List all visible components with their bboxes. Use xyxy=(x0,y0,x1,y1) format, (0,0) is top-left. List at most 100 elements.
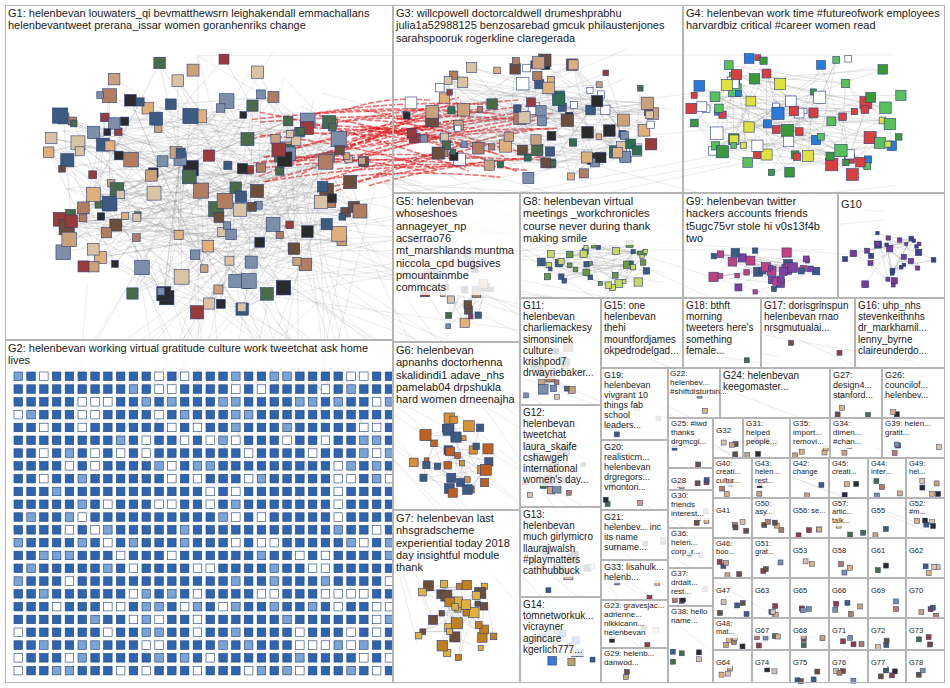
vertex-icon xyxy=(271,134,280,143)
vertex-icon xyxy=(65,500,74,509)
vertex-icon xyxy=(257,487,266,496)
network-edge xyxy=(262,299,382,485)
vertex-icon xyxy=(244,372,253,381)
vertex-icon xyxy=(270,372,279,381)
vertex-icon xyxy=(244,423,253,432)
vertex-icon xyxy=(65,385,74,394)
vertex-icon xyxy=(568,658,575,665)
vertex-icon xyxy=(334,423,343,432)
vertex-icon xyxy=(193,385,202,394)
vertex-icon xyxy=(79,214,87,222)
vertex-icon xyxy=(447,473,456,482)
vertex-icon xyxy=(70,120,77,127)
network-edge xyxy=(100,217,342,258)
vertex-icon xyxy=(579,169,588,178)
network-edge xyxy=(865,249,889,285)
vertex-icon xyxy=(62,232,77,247)
vertex-icon xyxy=(629,261,633,265)
vertex-icon xyxy=(247,100,258,111)
vertex-icon xyxy=(257,90,266,99)
vertex-icon xyxy=(40,436,49,445)
network-edge xyxy=(232,262,352,591)
vertex-icon xyxy=(455,654,461,660)
network-edge xyxy=(263,173,379,648)
vertex-icon xyxy=(180,487,189,496)
vertex-icon xyxy=(785,96,796,107)
vertex-icon xyxy=(612,148,622,158)
vertex-icon xyxy=(65,436,74,445)
vertex-icon xyxy=(372,487,381,496)
network-edge xyxy=(51,138,330,202)
vertex-icon xyxy=(455,125,461,131)
network-edge xyxy=(528,158,584,174)
vertex-icon xyxy=(52,410,61,419)
vertex-icon xyxy=(843,159,849,165)
vertex-icon xyxy=(78,462,87,471)
network-edge xyxy=(99,204,182,276)
vertex-icon xyxy=(104,129,111,136)
network-edge xyxy=(94,132,163,293)
vertex-icon xyxy=(308,474,317,483)
vertex-icon xyxy=(645,138,656,149)
vertex-icon xyxy=(180,436,189,445)
vertex-icon xyxy=(308,398,317,407)
vertex-icon xyxy=(473,443,479,449)
vertex-icon xyxy=(78,423,87,432)
vertex-icon xyxy=(569,139,576,146)
vertex-icon xyxy=(180,423,189,432)
vertex-icon xyxy=(180,474,189,483)
vertex-icon xyxy=(517,145,527,155)
vertex-icon xyxy=(360,474,369,483)
vertex-icon xyxy=(270,462,279,471)
vertex-icon xyxy=(14,385,23,394)
vertex-icon xyxy=(415,632,422,639)
vertex-icon xyxy=(321,423,330,432)
vertex-icon xyxy=(512,58,519,65)
vertex-icon xyxy=(915,249,921,255)
vertex-icon xyxy=(104,487,113,496)
vertex-icon xyxy=(308,385,317,394)
network-edge xyxy=(537,91,590,151)
vertex-icon xyxy=(850,250,856,256)
vertex-icon xyxy=(104,500,113,509)
vertex-icon xyxy=(40,372,49,381)
vertex-icon xyxy=(206,487,215,496)
vertex-icon xyxy=(104,372,113,381)
vertex-icon xyxy=(865,248,870,253)
vertex-icon xyxy=(308,410,317,419)
vertex-icon xyxy=(14,372,23,381)
vertex-icon xyxy=(302,226,314,238)
vertex-icon xyxy=(251,184,264,197)
network-edge xyxy=(109,262,232,524)
vertex-icon xyxy=(464,301,472,309)
vertex-icon xyxy=(372,436,381,445)
vertex-icon xyxy=(372,410,381,419)
vertex-icon xyxy=(434,463,440,469)
vertex-icon xyxy=(168,423,177,432)
vertex-icon xyxy=(283,436,292,445)
vertex-icon xyxy=(617,114,629,126)
vertex-icon xyxy=(255,237,265,247)
vertex-icon xyxy=(101,113,110,122)
vertex-icon xyxy=(440,580,447,587)
vertex-icon xyxy=(244,474,253,483)
vertex-icon xyxy=(200,265,208,273)
vertex-icon xyxy=(247,202,256,211)
vertex-icon xyxy=(27,449,36,458)
network-edge xyxy=(132,217,342,294)
vertex-icon xyxy=(718,274,723,279)
vertex-icon xyxy=(14,487,23,496)
vertex-icon xyxy=(127,288,138,299)
vertex-icon xyxy=(580,250,587,257)
vertex-icon xyxy=(176,148,185,157)
vertex-icon xyxy=(868,261,873,266)
vertex-icon xyxy=(52,462,61,471)
vertex-icon xyxy=(803,256,809,262)
vertex-icon xyxy=(818,133,825,140)
vertex-icon xyxy=(905,243,908,246)
vertex-icon xyxy=(214,285,223,294)
vertex-icon xyxy=(589,262,593,266)
vertex-icon xyxy=(481,479,489,487)
network-edge xyxy=(111,183,342,216)
network-edge xyxy=(67,159,349,227)
